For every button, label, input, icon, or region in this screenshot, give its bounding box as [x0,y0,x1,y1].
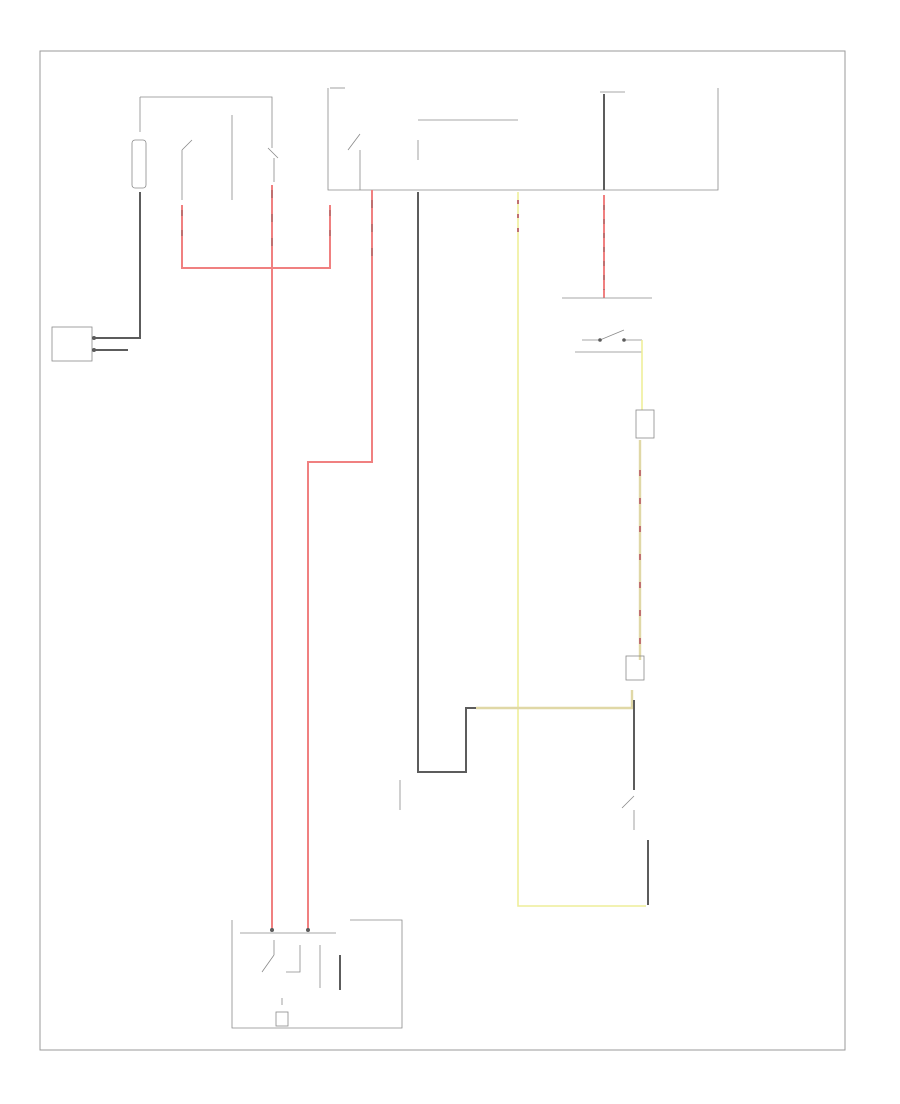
red-wire-branch [181,205,331,269]
red-wire-stripe [181,210,331,250]
starter-motor-terminal [275,1011,289,1027]
fuse-left-symbol [181,115,233,200]
black-wire-ecm [417,192,476,773]
switch-contact [622,338,626,342]
battery-sensor-component [131,139,147,189]
red-wire-stripe-2 [271,190,373,260]
starter-box-outline [231,919,403,1029]
starter-switch-symbol [261,940,275,973]
transmission-switch-symbol [621,795,635,830]
clutch-switch-symbol [582,329,642,341]
connector-pin [92,336,96,340]
yellow-wire-main [517,192,646,907]
ground-wire-black [92,192,141,339]
relay-switch-symbol [347,133,361,190]
starter-contact [286,945,301,973]
switch-contact [598,338,602,342]
starter-pin [270,928,274,932]
diagram-frame [39,50,846,1051]
fuse-block-outline [140,96,273,148]
instrument-panel-connector [635,409,655,439]
fuse-relay-connector [625,655,645,681]
fuse-middle-symbol [267,147,279,182]
yellow-wire-branch [476,690,634,710]
junction-block-outline [327,88,719,191]
connector-pin [92,348,96,352]
starter-pin [306,928,310,932]
electronic-module-box [51,326,93,362]
red-wire-main-right [307,190,373,930]
